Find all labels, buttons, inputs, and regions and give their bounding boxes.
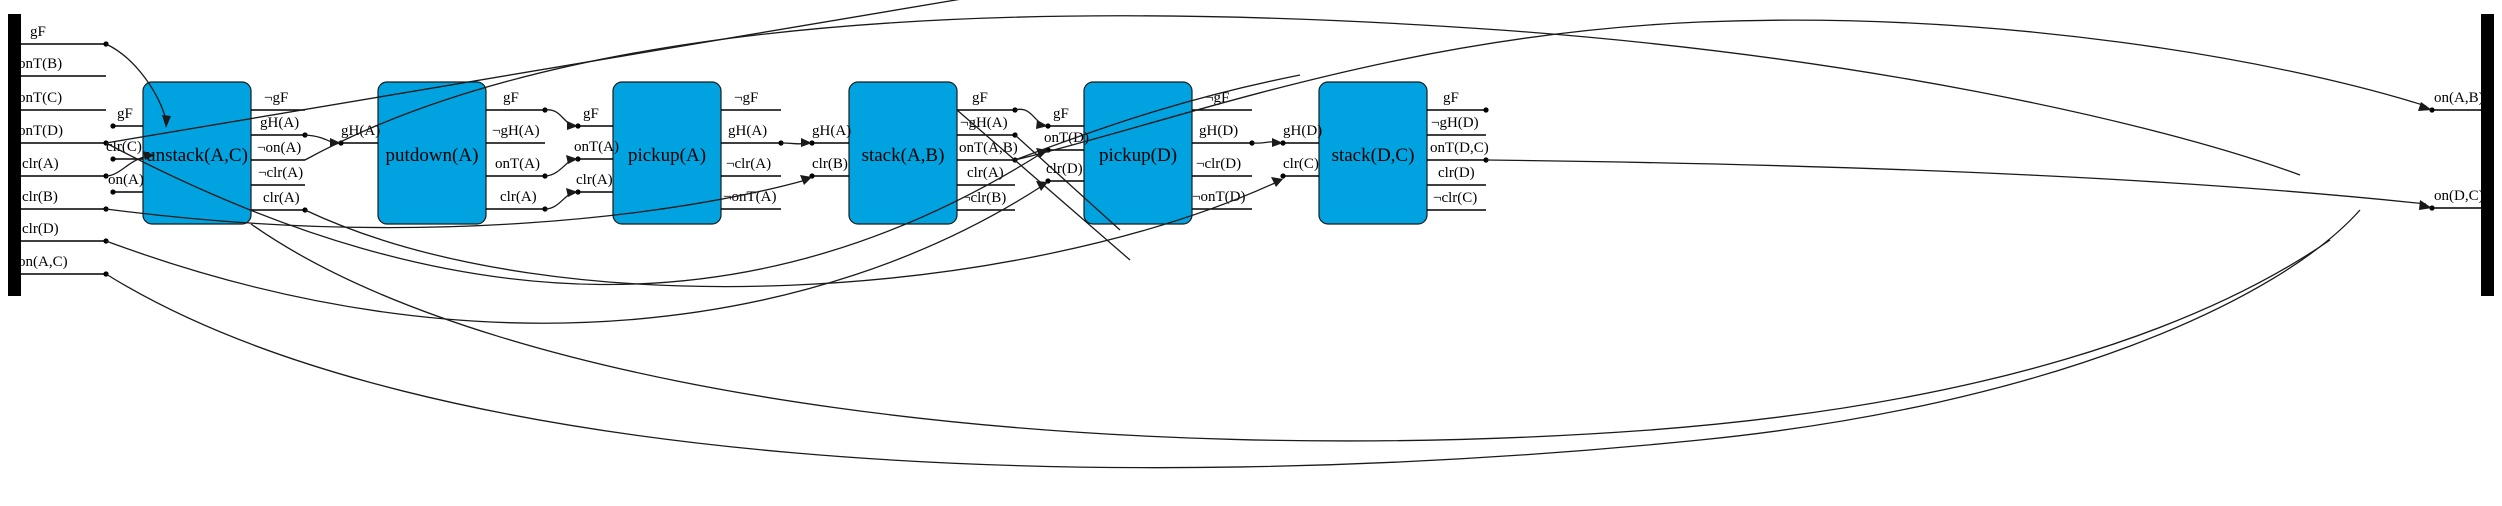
port-stack-dc-in-1: clr(C) [1283,156,1319,172]
port-stack-dc-out-1: ¬gH(D) [1431,115,1479,131]
edge-stackab-diagonal-down-2 [1014,134,1121,231]
node-pickup-d-outputs: ¬gF gH(D) ¬clr(D) ¬onT(D) [1192,90,1255,210]
edge-stackdc-goal-ondc [1485,159,2427,205]
goal-conditions: on(A,B) on(D,C) [2429,90,2484,211]
node-label-stack-dc: stack(D,C) [1332,145,1415,166]
node-pickup-d-inputs: gF onT(D) clr(D) [1044,106,1089,184]
port-unstack-out-2: ¬on(A) [257,140,301,156]
edge-init-clrb-stackab [105,179,807,229]
edge-init-ontd-pickupd [105,142,1043,286]
node-stack-ab-outputs: gF ¬gH(A) onT(A,B) clr(A) ¬clr(B) [957,90,1018,211]
port-pickup-a-in-2: clr(A) [576,172,613,188]
port-pickup-d-in-0: gF [1053,106,1069,122]
node-stack-dc-outputs: gF ¬gH(D) onT(D,C) clr(D) ¬clr(C) [1427,90,1489,211]
edge-pickupd-diagonal-up [1014,74,1301,161]
port-unstack-in-0: gF [117,106,133,122]
node-pickup-a-inputs: gF onT(A) clr(A) [574,106,619,195]
edge-unstack-putdown-gha [304,134,335,144]
node-unstack-inputs: gF clr(C) on(A) [106,106,144,195]
port-stack-dc-out-0: gF [1443,90,1459,106]
goal-state-bar [2481,14,2494,296]
node-label-stack-ab: stack(A,B) [862,145,945,166]
init-conditions: gF onT(B) onT(C) onT(D) clr(A) clr(B) cl… [18,24,109,277]
port-pickup-d-out-2: ¬clr(D) [1196,156,1241,172]
edge-stackab-goal-onab [1014,19,2427,161]
port-pickup-a-out-0: ¬gF [734,90,758,106]
port-unstack-out-3: ¬clr(A) [258,165,303,181]
port-putdown-out-2: onT(A) [495,156,540,172]
port-unstack-out-4: clr(A) [263,190,300,206]
port-unstack-in-1: clr(C) [106,139,142,155]
init-label-7: on(A,C) [18,254,68,270]
node-unstack-outputs: ¬gF gH(A) ¬on(A) ¬clr(A) clr(A) [251,90,308,213]
port-stack-ab-in-1: clr(B) [812,156,848,172]
port-stack-dc-in-0: gH(D) [1283,123,1322,139]
node-stack-ab[interactable]: stack(A,B) [848,81,958,225]
port-stack-ab-out-0: gF [972,90,988,106]
init-label-0: gF [30,24,46,40]
port-unstack-out-0: ¬gF [264,90,288,106]
edge-bottom-long-arc [105,209,2361,469]
node-putdown-outputs: gF ¬gH(A) onT(A) clr(A) [486,90,548,212]
port-pickup-d-out-1: gH(D) [1199,123,1238,139]
node-pickup-d[interactable]: pickup(D) [1083,81,1193,225]
node-label-putdown: putdown(A) [386,145,479,166]
initial-state-bar [8,14,21,296]
edge-bottom-long-arc-2 [250,223,2331,442]
init-label-4: clr(A) [22,156,59,172]
goal-label-0: on(A,B) [2434,90,2484,106]
port-putdown-out-3: clr(A) [500,189,537,205]
node-label-unstack: unstack(A,C) [146,145,248,166]
edge-unstack-stackdc-clrc [304,181,1278,288]
edge-init-gf-unstack [105,43,167,121]
port-stack-dc-out-2: onT(D,C) [1430,140,1489,156]
node-label-pickup-d: pickup(D) [1099,145,1177,166]
port-pickup-d-out-3: ¬onT(D) [1192,189,1245,205]
node-stack-dc-inputs: gH(D) clr(C) [1280,123,1322,179]
port-putdown-out-0: gF [503,90,519,106]
port-stack-ab-out-2: onT(A,B) [959,140,1018,156]
port-unstack-out-1: gH(A) [260,115,299,131]
edge-init-ontd-long [105,0,960,144]
node-putdown[interactable]: putdown(A) [377,81,487,225]
port-stack-ab-in-0: gH(A) [812,123,851,139]
node-pickup-a-outputs: ¬gF gH(A) ¬clr(A) ¬onT(A) [721,90,784,210]
node-stack-ab-inputs: gH(A) clr(B) [809,123,851,179]
port-pickup-a-out-2: ¬clr(A) [726,156,771,172]
edge-init-clra-unstack [105,155,149,177]
goal-label-1: on(D,C) [2434,188,2484,204]
port-pickup-d-out-0: ¬gF [1205,90,1229,106]
port-pickup-a-out-1: gH(A) [728,123,767,139]
edge-init-clrd-pickupd [105,185,1043,324]
port-stack-dc-out-4: ¬clr(C) [1433,190,1477,206]
port-pickup-d-in-1: onT(D) [1044,130,1089,146]
port-pickup-a-out-3: ¬onT(A) [723,189,776,205]
port-stack-ab-out-1: ¬gH(A) [960,115,1008,131]
init-label-6: clr(D) [22,221,59,237]
port-pickup-a-in-0: gF [583,106,599,122]
node-label-pickup-a: pickup(A) [628,145,706,166]
init-label-5: clr(B) [22,189,58,205]
init-label-3: onT(D) [18,123,63,139]
port-stack-ab-out-3: clr(A) [967,165,1004,181]
init-label-2: onT(C) [18,90,62,106]
port-stack-ab-out-4: ¬clr(B) [962,190,1006,206]
port-unstack-in-2: on(A) [108,172,144,188]
node-unstack[interactable]: unstack(A,C) [142,81,252,225]
port-putdown-out-1: ¬gH(A) [492,123,540,139]
edge-top-long-arc [304,15,2301,176]
node-stack-dc[interactable]: stack(D,C) [1318,81,1428,225]
edge-stackab-diagonal-down [956,109,1131,261]
init-label-1: onT(B) [18,56,62,72]
port-putdown-in-0: gH(A) [341,123,380,139]
port-pickup-d-in-2: clr(D) [1046,161,1083,177]
node-pickup-a[interactable]: pickup(A) [612,81,722,225]
port-pickup-a-in-1: onT(A) [574,139,619,155]
port-stack-dc-out-3: clr(D) [1438,165,1475,181]
node-putdown-inputs: gH(A) [338,123,380,146]
